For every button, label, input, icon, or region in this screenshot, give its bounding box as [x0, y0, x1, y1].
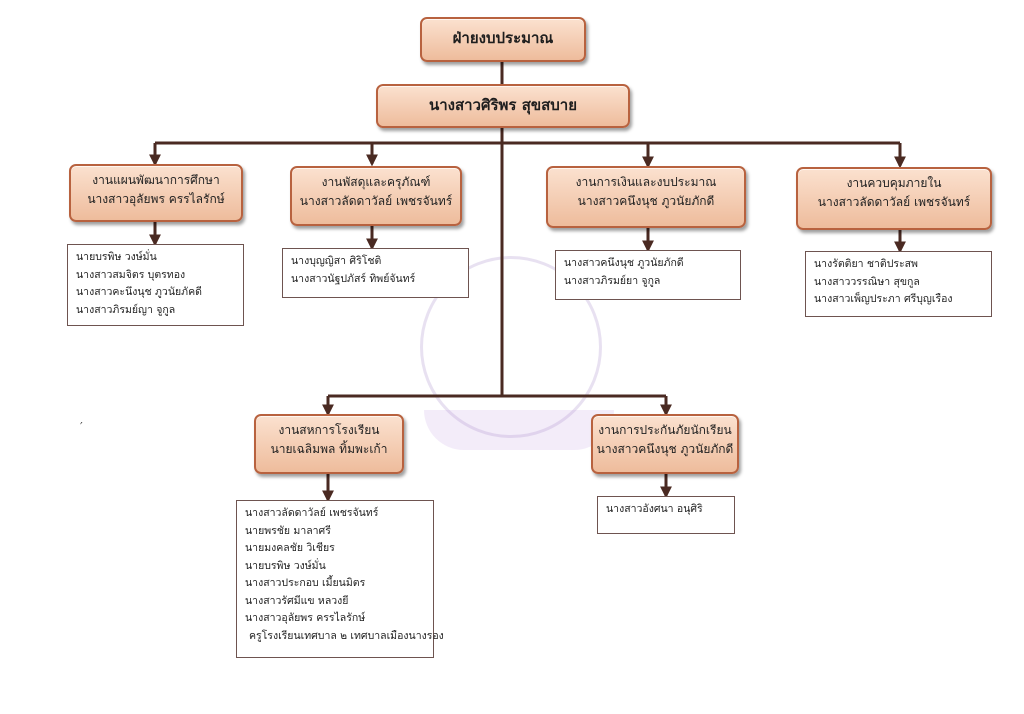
head-box: นางสาวศิริพร สุขสบาย: [376, 84, 630, 128]
member-list-finance: นางสาวคนึงนุช ภูวนัยภักดี นางสาวภิรมย์ยา…: [555, 250, 741, 300]
unit-box-internal-control: งานควบคุมภายใน นางสาวลัดดาวัลย์ เพชรจันท…: [796, 167, 992, 230]
unit-leader: นางสาวคนึงนุช ภูวนัยภักดี: [577, 194, 715, 208]
unit-box-insurance: งานการประกันภัยนักเรียน นางสาวคนึงนุช ภู…: [591, 414, 739, 474]
member-name: นางสาวสมจิตร บุตรทอง: [76, 268, 186, 281]
unit-title: งานการเงินและงบประมาณ: [575, 175, 717, 189]
unit-title: งานควบคุมภายใน: [846, 176, 942, 190]
member-name: นางสาวคะนึงนุช ภูวนัยภัคดี: [76, 286, 202, 298]
member-name: นายบรพิษ วงษ์มั่น: [76, 251, 157, 263]
watermark-seal: [420, 256, 602, 438]
root-title: ฝ่ายงบประมาณ: [452, 29, 554, 47]
unit-leader: นางสาวลัดดาวัลย์ เพชรจันทร์: [299, 194, 453, 208]
member-name: นางสาวเพ็ญประภา ศรีบุญเรือง: [814, 293, 953, 305]
root-box: ฝ่ายงบประมาณ: [420, 17, 586, 62]
member-name: นายพรชัย มาลาศรี: [245, 524, 331, 537]
member-list-insurance: นางสาวอังศนา อนุศิริ: [597, 496, 735, 534]
head-name: นางสาวศิริพร สุขสบาย: [428, 96, 578, 114]
member-name: นางสาวอุลัยพร ครรไลรักษ์: [245, 612, 366, 624]
member-name: นางบุญญิสา ศิริโชติ: [291, 255, 382, 267]
unit-leader: นางสาวลัดดาวัลย์ เพชรจันทร์: [817, 195, 971, 209]
unit-title: งานการประกันภัยนักเรียน: [598, 423, 732, 437]
unit-leader: นายเฉลิมพล ทิ้มพะเก้า: [270, 442, 388, 456]
unit-box-supplies: งานพัสดุและครุภัณฑ์ นางสาวลัดดาวัลย์ เพช…: [290, 166, 462, 226]
member-name: นางสาวลัดดาวัลย์ เพชรจันทร์: [245, 507, 379, 519]
unit-title: งานแผนพัฒนาการศึกษา: [92, 173, 220, 187]
member-name: นางสาวคนึงนุช ภูวนัยภักดี: [564, 257, 684, 269]
watermark-banner: [424, 410, 614, 450]
unit-title: งานสหการโรงเรียน: [278, 423, 380, 437]
stray-mark: ′: [80, 420, 83, 434]
member-name: นางสาวรัศมีแข หลวงยี: [245, 594, 349, 607]
member-name: นางสาวประกอบ เมี้ยนมิตร: [245, 577, 366, 589]
member-name: นางสาวภิรมย์ยา จูกูล: [564, 274, 661, 287]
unit-box-cooperative: งานสหการโรงเรียน นายเฉลิมพล ทิ้มพะเก้า: [254, 414, 404, 474]
member-name: นายมงคลชัย วิเชียร: [245, 542, 335, 554]
unit-leader: นางสาวคนึงนุช ภูวนัยภักดี: [596, 442, 734, 456]
member-name: นางสาววรรณิษา สุขกูล: [814, 275, 920, 288]
member-list-internal-control: นางรัตติยา ชาติประสพ นางสาววรรณิษา สุขกู…: [805, 251, 992, 317]
member-name: นายบรพิษ วงษ์มั่น: [245, 559, 326, 572]
member-name: นางสาวภิรมย์ญา จูกูล: [76, 303, 176, 316]
member-list-cooperative: นางสาวลัดดาวัลย์ เพชรจันทร์ นายพรชัย มาล…: [236, 500, 444, 658]
member-name: ครูโรงเรียนเทศบาล ๒ เทศบาลเมืองนางรอง: [249, 629, 444, 642]
member-list-supplies: นางบุญญิสา ศิริโชติ นางสาวนัฐปภัสร์ ทิพย…: [282, 248, 469, 298]
member-name: นางสาวอังศนา อนุศิริ: [606, 503, 703, 515]
member-list-planning: นายบรพิษ วงษ์มั่น นางสาวสมจิตร บุตรทอง น…: [67, 244, 244, 326]
unit-title: งานพัสดุและครุภัณฑ์: [321, 175, 431, 189]
member-name: นางสาวนัฐปภัสร์ ทิพย์จันทร์: [291, 272, 416, 285]
member-name: นางรัตติยา ชาติประสพ: [814, 258, 918, 270]
unit-leader: นางสาวอุลัยพร ครรไลรักษ์: [87, 192, 225, 206]
unit-box-finance: งานการเงินและงบประมาณ นางสาวคนึงนุช ภูวน…: [546, 166, 746, 228]
unit-box-planning: งานแผนพัฒนาการศึกษา นางสาวอุลัยพร ครรไลร…: [69, 164, 243, 222]
